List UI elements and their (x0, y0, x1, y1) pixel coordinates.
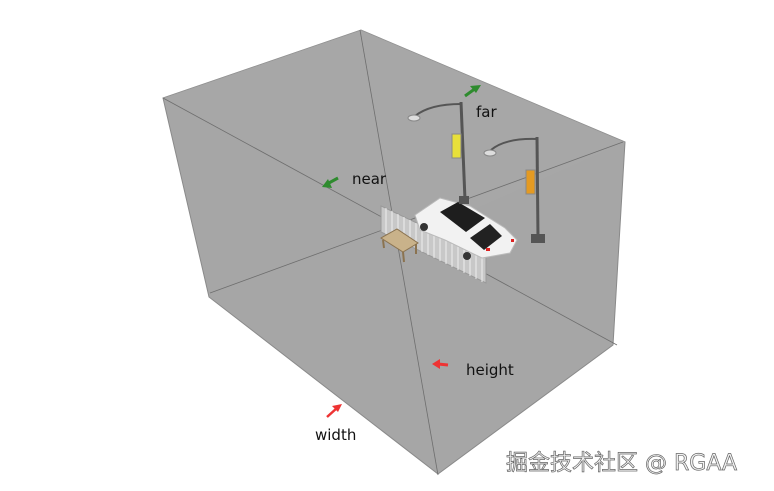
height-label: height (466, 361, 514, 379)
yellow-banner (451, 133, 462, 159)
box-top-face (163, 30, 625, 236)
height-arrow-icon (432, 359, 449, 369)
bench (380, 228, 419, 263)
far-arrow-icon (464, 85, 481, 98)
width-arrow-icon (326, 404, 342, 418)
car (414, 197, 518, 260)
far-label: far (476, 103, 497, 121)
watermark: 掘金技术社区 @ RGAA (506, 451, 737, 476)
street-lamp (483, 136, 545, 243)
width-label: width (315, 426, 356, 444)
orange-banner (525, 169, 536, 195)
street-lamp (407, 101, 469, 204)
near-arrow-icon (322, 176, 339, 188)
near-label: near (352, 170, 387, 188)
